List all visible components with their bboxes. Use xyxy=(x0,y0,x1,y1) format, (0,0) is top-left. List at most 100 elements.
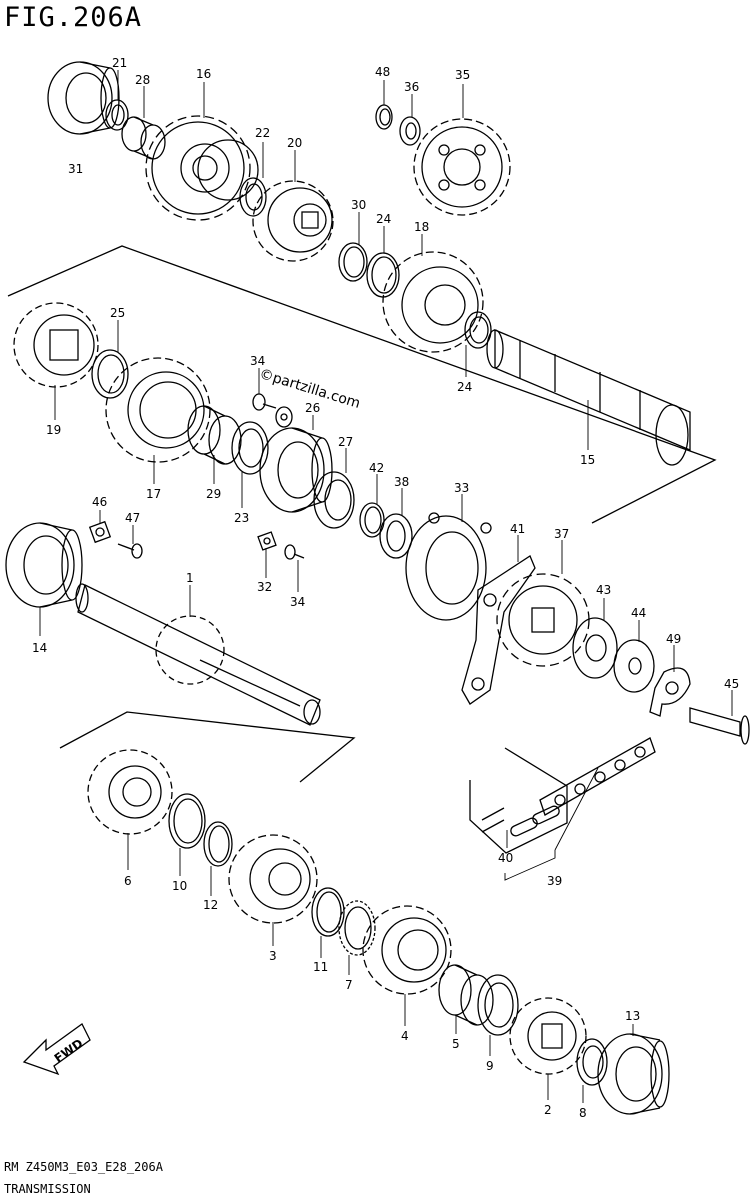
callout-26: 26 xyxy=(305,401,320,415)
callout-7: 7 xyxy=(345,978,353,992)
driveshaft-1 xyxy=(75,583,321,726)
gear-19 xyxy=(13,302,99,388)
callout-31: 31 xyxy=(68,162,83,176)
spacer-38 xyxy=(379,513,413,559)
callout-10: 10 xyxy=(172,879,187,893)
washer-22 xyxy=(239,177,267,217)
callout-18: 18 xyxy=(414,220,429,234)
callout-4: 4 xyxy=(401,1029,409,1043)
washer-24-lower xyxy=(464,311,492,349)
washer-43 xyxy=(572,617,618,679)
gear-20 xyxy=(252,180,334,262)
leader-39 xyxy=(554,767,599,851)
chain-joint-40 xyxy=(481,805,560,837)
sprocket-37 xyxy=(496,573,590,667)
callout-29: 29 xyxy=(206,487,221,501)
chain-group-bracket xyxy=(504,850,556,881)
callout-40: 40 xyxy=(498,851,513,865)
washer-7 xyxy=(338,900,376,956)
callout-33: 33 xyxy=(454,481,469,495)
countershaft-15 xyxy=(486,329,691,466)
circlip-30 xyxy=(338,242,368,282)
callout-6: 6 xyxy=(124,874,132,888)
bolt-34-lower xyxy=(284,544,305,560)
callout-34-upper: 34 xyxy=(250,354,265,368)
callout-30: 30 xyxy=(351,198,366,212)
gear-35 xyxy=(413,118,511,216)
callout-41: 41 xyxy=(510,522,525,536)
bolt-45 xyxy=(689,707,750,745)
callout-20: 20 xyxy=(287,136,302,150)
countershaft-group-outline xyxy=(7,245,717,524)
callout-24-lower: 24 xyxy=(457,380,472,394)
callout-17: 17 xyxy=(146,487,161,501)
callout-2: 2 xyxy=(544,1103,552,1117)
washer-44 xyxy=(613,639,655,693)
bushing-28 xyxy=(121,116,166,160)
bolt-34-upper xyxy=(252,393,277,411)
callout-39: 39 xyxy=(547,874,562,888)
circlip-12 xyxy=(203,821,233,867)
washer-32-lower xyxy=(257,531,277,551)
washer-21 xyxy=(105,99,129,131)
callout-23: 23 xyxy=(234,511,249,525)
lock-washer-49 xyxy=(649,667,691,717)
callout-32: 32 xyxy=(257,580,272,594)
callout-19: 19 xyxy=(46,423,61,437)
callout-28: 28 xyxy=(135,73,150,87)
gear-18 xyxy=(382,251,484,353)
callout-43: 43 xyxy=(596,583,611,597)
callout-38: 38 xyxy=(394,475,409,489)
bearing-14 xyxy=(5,522,83,608)
callout-11: 11 xyxy=(313,960,328,974)
callout-labels: 21 28 16 22 20 31 48 36 35 30 24 18 25 xyxy=(32,56,739,1120)
callout-36: 36 xyxy=(404,80,419,94)
chain-kit-outline xyxy=(469,747,568,854)
circlip-11 xyxy=(311,887,345,937)
callout-35: 35 xyxy=(455,68,470,82)
callout-44: 44 xyxy=(631,606,646,620)
washer-8 xyxy=(576,1038,608,1086)
callout-48: 48 xyxy=(375,65,390,79)
bolt-47 xyxy=(117,543,143,559)
callout-27: 27 xyxy=(338,435,353,449)
bearing-26 xyxy=(259,427,333,513)
callout-24-upper: 24 xyxy=(376,212,391,226)
gear-2 xyxy=(509,997,587,1075)
callout-25: 25 xyxy=(110,306,125,320)
callout-13: 13 xyxy=(625,1009,640,1023)
callout-8: 8 xyxy=(579,1106,587,1120)
callout-14: 14 xyxy=(32,641,47,655)
gear-16 xyxy=(145,115,259,221)
callout-21: 21 xyxy=(112,56,127,70)
driveshaft-group-outline xyxy=(59,711,356,783)
oil-seal-33 xyxy=(405,512,492,621)
guide-41 xyxy=(461,555,536,705)
o-ring-42 xyxy=(359,502,385,538)
figure-title: FIG.206A xyxy=(4,2,143,33)
gear-6 xyxy=(87,749,173,835)
callout-47: 47 xyxy=(125,511,140,525)
callout-1: 1 xyxy=(186,571,194,585)
callout-15: 15 xyxy=(580,453,595,467)
figure-subtitle: TRANSMISSION xyxy=(4,1182,91,1196)
washer-36 xyxy=(399,116,421,146)
callout-49: 49 xyxy=(666,632,681,646)
callout-12: 12 xyxy=(203,898,218,912)
washer-24-upper xyxy=(366,252,400,298)
washer-23 xyxy=(231,421,269,475)
callout-5: 5 xyxy=(452,1037,460,1051)
collar-27 xyxy=(313,471,355,529)
gear-3 xyxy=(228,834,318,924)
figure-code: RM Z450M3_E03_E28_206A xyxy=(4,1160,163,1174)
callout-9: 9 xyxy=(486,1059,494,1073)
washer-9 xyxy=(477,974,519,1036)
forward-arrow-icon: FWD xyxy=(22,1023,91,1076)
forward-label: FWD xyxy=(52,1036,86,1065)
callout-45: 45 xyxy=(724,677,739,691)
washer-46 xyxy=(88,520,112,544)
circlip-48 xyxy=(375,104,393,130)
callout-37: 37 xyxy=(554,527,569,541)
callout-34-lower: 34 xyxy=(290,595,305,609)
